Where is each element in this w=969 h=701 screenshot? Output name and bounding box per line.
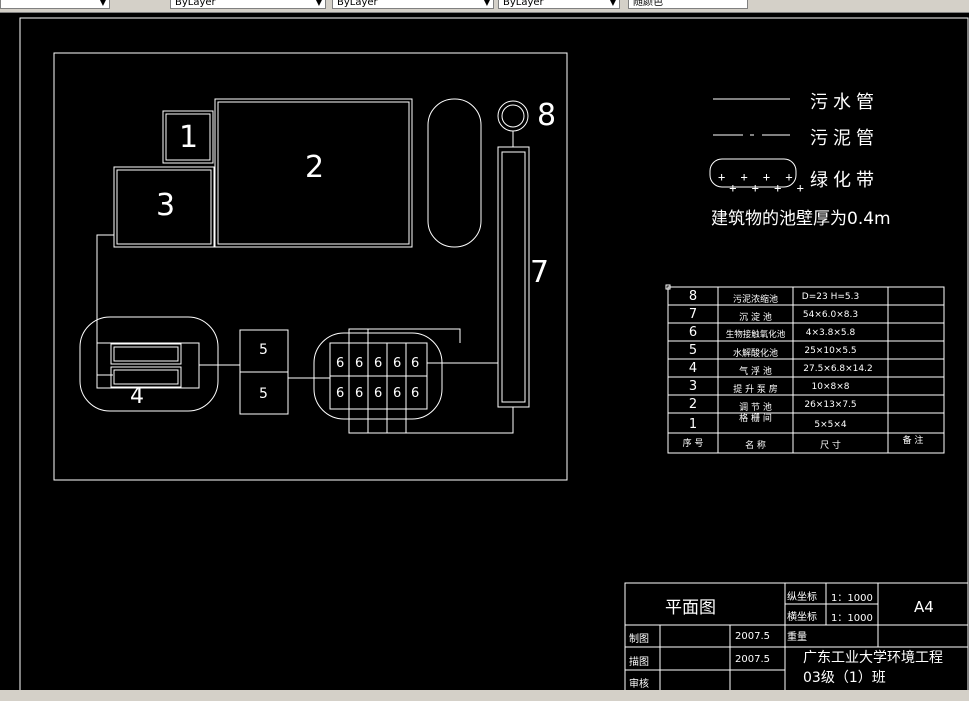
drawing-canvas[interactable] <box>0 13 969 701</box>
table-row-no: 1 <box>688 417 698 432</box>
unit-6-label: 6 <box>374 356 383 371</box>
table-row-size: D=23 H=5.3 <box>801 292 860 302</box>
unit-6-label: 6 <box>336 356 345 371</box>
table-row-size: 5×5×4 <box>814 420 847 430</box>
org-line1: 广东工业大学环境工程 <box>803 650 943 666</box>
table-row-no: 3 <box>688 379 698 394</box>
properties-toolbar: ▼ ByLayer▼ ByLayer▼ ByLayer▼ 随颜色 <box>0 0 969 13</box>
table-row-size: 25×10×5.5 <box>804 346 857 356</box>
table-row-no: 8 <box>688 289 698 304</box>
table-header-no: 序 号 <box>682 439 704 449</box>
table-row-name: 格 栅 间 <box>739 414 772 424</box>
table-row-size: 4×3.8×5.8 <box>805 328 856 338</box>
table-header-size: 尺 寸 <box>820 441 841 451</box>
unit-6-label: 6 <box>393 386 402 401</box>
legend-greenbelt-label: 绿化带 <box>810 170 879 191</box>
traced-label: 描图 <box>629 657 649 668</box>
table-row-no: 2 <box>688 397 698 412</box>
table-row-size: 26×13×7.5 <box>804 400 857 410</box>
table-row-name: 沉 淀 池 <box>739 313 772 323</box>
table-row-name: 水解酸化池 <box>732 349 778 359</box>
unit-6-label: 6 <box>411 386 420 401</box>
chevron-down-icon: ▼ <box>483 0 490 7</box>
table-row-name: 污泥浓缩池 <box>732 295 778 305</box>
table-header-name: 名 称 <box>745 441 766 451</box>
legend-sludge-label: 污泥管 <box>810 128 879 149</box>
unit-5a-label: 5 <box>259 342 268 358</box>
drawn-label: 制图 <box>629 634 649 645</box>
traced-date: 2007.5 <box>735 654 770 665</box>
table-row-size: 10×8×8 <box>811 382 850 392</box>
unit-3-label: 3 <box>156 188 176 223</box>
wall-thickness-note: 建筑物的池壁厚为0.4m <box>711 209 891 229</box>
layer-dropdown[interactable]: ▼ <box>0 0 110 9</box>
unit-6-label: 6 <box>393 356 402 371</box>
unit-8-label: 8 <box>537 98 557 133</box>
table-row-name: 提 升 泵 房 <box>733 385 778 395</box>
drawn-date: 2007.5 <box>735 631 770 642</box>
org-line2: 03级（1）班 <box>803 670 886 686</box>
lineweight-dropdown[interactable]: ByLayer▼ <box>498 0 620 9</box>
table-row-no: 5 <box>688 343 698 358</box>
unit-6-label: 6 <box>355 386 364 401</box>
unit-7-label: 7 <box>530 255 550 290</box>
hscale-label: 横坐标 <box>787 612 817 623</box>
hscale-value: 1：1000 <box>831 613 873 624</box>
table-row-size: 27.5×6.8×14.2 <box>803 364 873 374</box>
legend-sewage-label: 污水管 <box>810 92 879 113</box>
table-row-no: 4 <box>688 361 698 376</box>
chevron-down-icon: ▼ <box>609 0 616 7</box>
check-label: 审核 <box>629 679 649 690</box>
table-header-note: 备 注 <box>902 436 924 446</box>
unit-6-label: 6 <box>355 356 364 371</box>
greenbelt-pattern: + + + + + + + + <box>718 170 808 195</box>
status-bar <box>0 690 969 701</box>
table-row-size: 54×6.0×8.3 <box>802 310 859 320</box>
vscale-label: 纵坐标 <box>787 592 817 603</box>
table-row-name: 气 浮 池 <box>739 367 772 377</box>
drawing-title: 平面图 <box>665 598 716 618</box>
unit-2-label: 2 <box>305 150 325 185</box>
table-row-no: 6 <box>688 325 698 340</box>
unit-6-label: 6 <box>411 356 420 371</box>
table-row-name: 生物接触氧化池 <box>725 330 786 340</box>
weight-label: 重量 <box>787 632 807 643</box>
unit-6-label: 6 <box>336 386 345 401</box>
color-dropdown[interactable]: ByLayer▼ <box>170 0 326 9</box>
paper-size: A4 <box>914 598 934 616</box>
chevron-down-icon: ▼ <box>99 0 106 7</box>
unit-1-label: 1 <box>179 120 199 155</box>
linetype-dropdown[interactable]: ByLayer▼ <box>332 0 494 9</box>
plotstyle-dropdown[interactable]: 随颜色 <box>628 0 748 9</box>
table-row-no: 7 <box>688 307 698 322</box>
chevron-down-icon: ▼ <box>315 0 322 7</box>
unit-4-label: 4 <box>130 384 144 409</box>
layer-tools-icon[interactable] <box>112 0 164 9</box>
unit-5b-label: 5 <box>259 386 268 402</box>
vscale-value: 1：1000 <box>831 593 873 604</box>
unit-6-label: 6 <box>374 386 383 401</box>
table-row-name: 调 节 池 <box>739 403 772 413</box>
